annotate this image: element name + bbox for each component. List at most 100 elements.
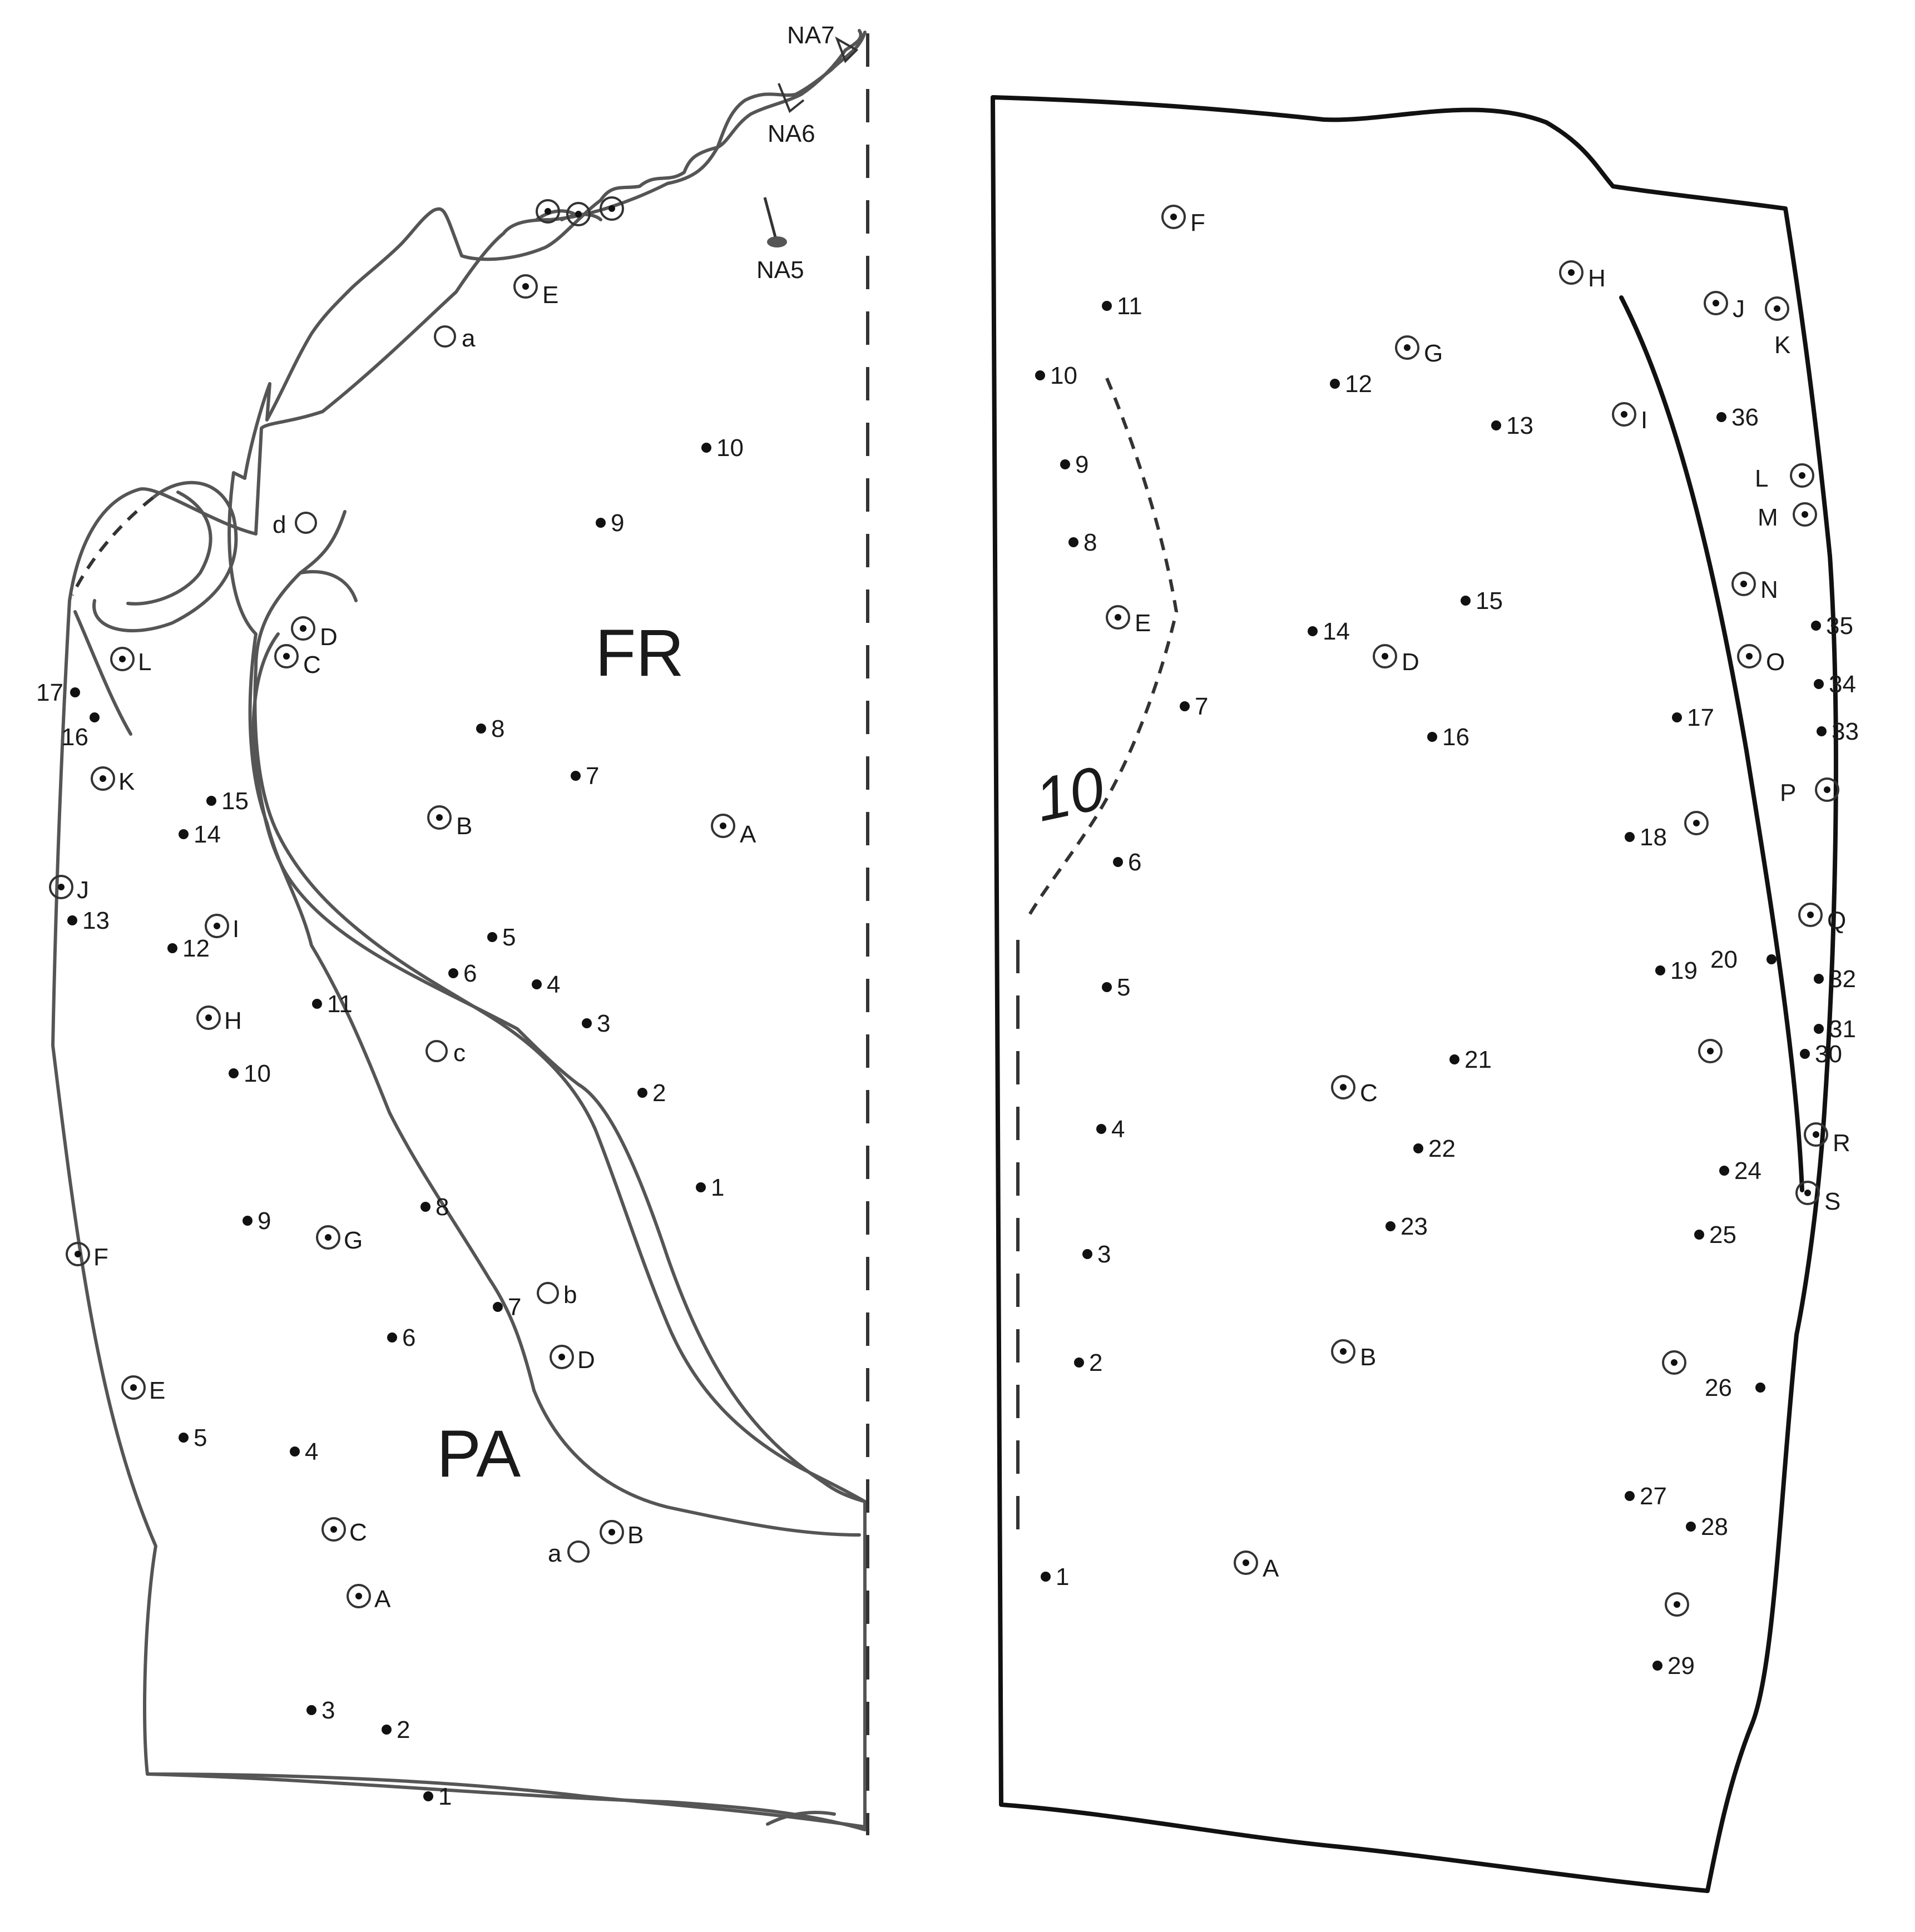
right-point-label-30: 30 bbox=[1815, 1041, 1842, 1068]
parietal-landmark-label-I: I bbox=[232, 915, 239, 943]
right-landmark-G-center bbox=[1404, 344, 1411, 351]
frontal-point-label-4: 4 bbox=[547, 971, 560, 998]
right-landmark-L-center bbox=[1799, 472, 1805, 479]
frontal-nasion-ring-1-center bbox=[545, 208, 551, 215]
right-point-label-34: 34 bbox=[1829, 671, 1856, 698]
left-orbit-dashed bbox=[71, 496, 154, 596]
parietal-point-label-9: 9 bbox=[258, 1207, 271, 1235]
right-point-1 bbox=[1041, 1572, 1051, 1582]
frontal-landmark-label-C: C bbox=[303, 651, 321, 678]
frontal-point-label-3: 3 bbox=[597, 1010, 610, 1037]
left-panel bbox=[51, 29, 869, 1835]
parietal-landmark-G-center bbox=[325, 1234, 331, 1241]
frontal-landmark-label-A: A bbox=[740, 821, 756, 848]
frontal-landmark-B bbox=[427, 805, 452, 830]
parietal-point-12 bbox=[167, 943, 177, 953]
right-point-4 bbox=[1096, 1124, 1106, 1134]
frontal-landmark-label-D: D bbox=[320, 623, 338, 651]
parietal-point-14 bbox=[179, 829, 189, 839]
frontal-landmark-label-E: E bbox=[542, 281, 558, 309]
right-point-23 bbox=[1385, 1221, 1396, 1231]
right-point-26 bbox=[1755, 1383, 1765, 1393]
right-point-10 bbox=[1035, 370, 1045, 380]
right-point-label-25: 25 bbox=[1709, 1221, 1736, 1249]
parietal-landmark-label-G: G bbox=[344, 1227, 363, 1254]
parietal-point-10 bbox=[229, 1068, 239, 1078]
frontal-landmark-E bbox=[513, 274, 538, 299]
frontal-point-5 bbox=[487, 932, 497, 942]
parietal-landmark-G bbox=[316, 1225, 340, 1250]
left-outer-outline bbox=[51, 31, 867, 1829]
frontal-nasion-ring-2 bbox=[566, 202, 591, 226]
parietal-landmark-label-C: C bbox=[349, 1519, 367, 1546]
parietal-landmark-label-J: J bbox=[77, 876, 89, 904]
parietal-point-label-10: 10 bbox=[244, 1060, 271, 1087]
right-landmark-F bbox=[1161, 205, 1186, 229]
right-point-label-2: 2 bbox=[1089, 1349, 1102, 1376]
frontal-landmark-E-center bbox=[522, 283, 529, 290]
right-landmark-K bbox=[1765, 296, 1789, 321]
frontal-point-6 bbox=[448, 968, 458, 978]
right-landmark-I bbox=[1612, 402, 1636, 427]
frontal-open-a bbox=[434, 325, 456, 348]
right-point-27 bbox=[1625, 1491, 1635, 1501]
parietal-landmark-label-E: E bbox=[149, 1377, 165, 1404]
right-point-label-16: 16 bbox=[1442, 724, 1469, 751]
right-landmark-O bbox=[1737, 644, 1761, 668]
parietal-point-8 bbox=[420, 1202, 430, 1212]
frontal-open-label-d: d bbox=[273, 511, 286, 538]
parietal-landmark-label-F: F bbox=[93, 1244, 108, 1271]
right-point-19 bbox=[1655, 965, 1665, 975]
frontal-point-8 bbox=[476, 724, 486, 734]
parietal-landmark-K bbox=[91, 766, 115, 791]
parietal-open-b bbox=[537, 1282, 559, 1304]
frontal-landmark-B-center bbox=[436, 814, 443, 821]
right-point-label-15: 15 bbox=[1476, 587, 1503, 615]
right-landmark-R-center bbox=[1813, 1131, 1819, 1138]
right-point-8 bbox=[1068, 537, 1078, 547]
right-point-label-27: 27 bbox=[1640, 1483, 1667, 1510]
right-point-25 bbox=[1694, 1230, 1704, 1240]
right-landmark-G bbox=[1395, 335, 1419, 360]
right-point-12 bbox=[1330, 379, 1340, 389]
frontal-point-label-9: 9 bbox=[611, 509, 624, 537]
parietal-point-label-16: 16 bbox=[61, 724, 88, 751]
right-landmark-label-O: O bbox=[1766, 648, 1785, 676]
right-extra-ring-2-center bbox=[1707, 1048, 1714, 1054]
right-landmark-A bbox=[1234, 1550, 1258, 1575]
left-nasal-notch bbox=[299, 510, 358, 602]
parietal-point-label-15: 15 bbox=[221, 787, 249, 815]
na5-marker-head bbox=[767, 236, 787, 247]
frontal-landmark-C bbox=[274, 644, 299, 668]
frontal-landmark-C-center bbox=[283, 653, 290, 660]
right-landmark-P-center bbox=[1824, 786, 1830, 793]
right-point-31 bbox=[1814, 1024, 1824, 1034]
frontal-region-label: FR bbox=[595, 616, 684, 690]
left-orbit-outer bbox=[92, 480, 238, 633]
parietal-open-a bbox=[567, 1540, 590, 1563]
right-point-label-10: 10 bbox=[1050, 362, 1077, 389]
right-point-label-7: 7 bbox=[1195, 693, 1208, 720]
right-point-label-18: 18 bbox=[1640, 824, 1667, 851]
frontal-point-4 bbox=[532, 979, 542, 989]
parietal-point-4 bbox=[290, 1446, 300, 1457]
parietal-point-13 bbox=[67, 915, 77, 925]
right-extra-ring-2 bbox=[1698, 1039, 1723, 1063]
frontal-point-3 bbox=[582, 1018, 592, 1028]
nasion-label-na5: NA5 bbox=[756, 256, 804, 284]
frontal-point-label-10: 10 bbox=[716, 434, 744, 462]
frontal-open-label-c: c bbox=[453, 1039, 466, 1067]
right-point-label-19: 19 bbox=[1670, 957, 1698, 984]
right-point-3 bbox=[1082, 1249, 1092, 1259]
right-landmark-label-H: H bbox=[1588, 265, 1606, 292]
right-landmark-label-F: F bbox=[1190, 209, 1205, 236]
right-point-13 bbox=[1491, 420, 1501, 430]
right-landmark-label-M: M bbox=[1758, 504, 1778, 531]
right-landmark-J bbox=[1704, 291, 1728, 315]
frontal-nasion-ring-3 bbox=[600, 196, 624, 221]
right-point-label-6: 6 bbox=[1128, 849, 1141, 876]
parietal-landmark-L bbox=[110, 647, 135, 671]
na7-marker bbox=[835, 36, 859, 63]
right-point-9 bbox=[1060, 459, 1070, 469]
